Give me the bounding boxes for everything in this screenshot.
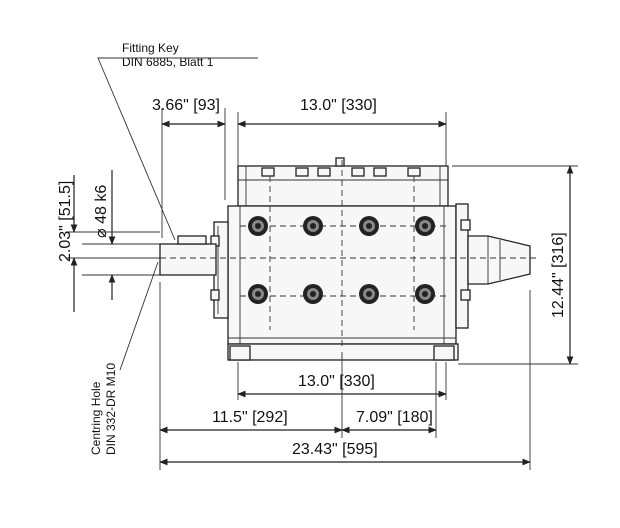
dim-left-to-center: 11.5" [292]	[159, 282, 343, 470]
dim-shaft-diameter-label: ⌀ 48 k6	[93, 185, 110, 238]
centring-hole-label: Centring Hole	[89, 381, 103, 455]
base-foot-right	[433, 345, 455, 361]
dim-top-width: 13.0" [330]	[237, 97, 447, 168]
dim-shaft-offset-label: 2.03" [51.5]	[57, 181, 74, 262]
bolt-icon	[359, 216, 379, 236]
dim-shaft-length-label: 3.66" [93]	[152, 97, 220, 114]
bolt-icon	[248, 284, 268, 304]
valve-cap	[373, 167, 387, 177]
fitting-key-spec: DIN 6885, Blatt 1	[122, 55, 214, 69]
dim-height-label: 12.44" [316]	[550, 232, 567, 318]
dim-base-width-label: 13.0" [330]	[298, 373, 375, 390]
valve-cap	[261, 167, 275, 177]
bolt-icon	[359, 284, 379, 304]
flange-bolt	[460, 289, 471, 301]
dim-shaft-offset: 2.03" [51.5]	[57, 175, 160, 312]
fitting-key-label: Fitting Key	[122, 41, 179, 55]
dim-height: 12.44" [316]	[452, 165, 578, 365]
valve-cap	[295, 167, 309, 177]
base-frame	[227, 343, 459, 361]
fitting-key-leader	[97, 57, 258, 241]
centring-hole-spec: DIN 332-DR M10	[104, 363, 118, 455]
valve-cap	[351, 167, 365, 177]
dim-left-to-center-label: 11.5" [292]	[212, 409, 288, 426]
centring-hole-leader	[119, 261, 159, 371]
dim-center-to-right-label: 7.09" [180]	[356, 409, 433, 426]
pump-body	[150, 157, 540, 361]
dim-shaft-diameter: ⌀ 48 k6	[82, 170, 160, 300]
valve-cap	[317, 167, 331, 177]
dim-shaft-length: 3.66" [93]	[152, 97, 226, 238]
flange-bolt	[210, 289, 220, 301]
bolt-icon	[415, 284, 435, 304]
flange-bolt	[460, 219, 471, 231]
fitting-key	[177, 235, 207, 245]
fitting-key-note: Fitting Key DIN 6885, Blatt 1	[97, 41, 258, 241]
top-plug	[335, 157, 345, 167]
drive-cone	[467, 235, 531, 285]
valve-cap	[407, 167, 421, 177]
bolt-icon	[415, 216, 435, 236]
dim-center-to-right: 7.09" [180]	[341, 362, 437, 438]
input-shaft	[159, 243, 217, 276]
base-foot-left	[229, 345, 251, 361]
bolt-icon	[303, 216, 323, 236]
dim-overall-length: 23.43" [595]	[159, 290, 531, 470]
bolt-icon	[248, 216, 268, 236]
bolt-icon	[303, 284, 323, 304]
centring-hole-note: Centring Hole DIN 332-DR M10	[89, 261, 159, 455]
dim-overall-length-label: 23.43" [595]	[292, 441, 378, 458]
dim-top-width-label: 13.0" [330]	[300, 97, 377, 114]
